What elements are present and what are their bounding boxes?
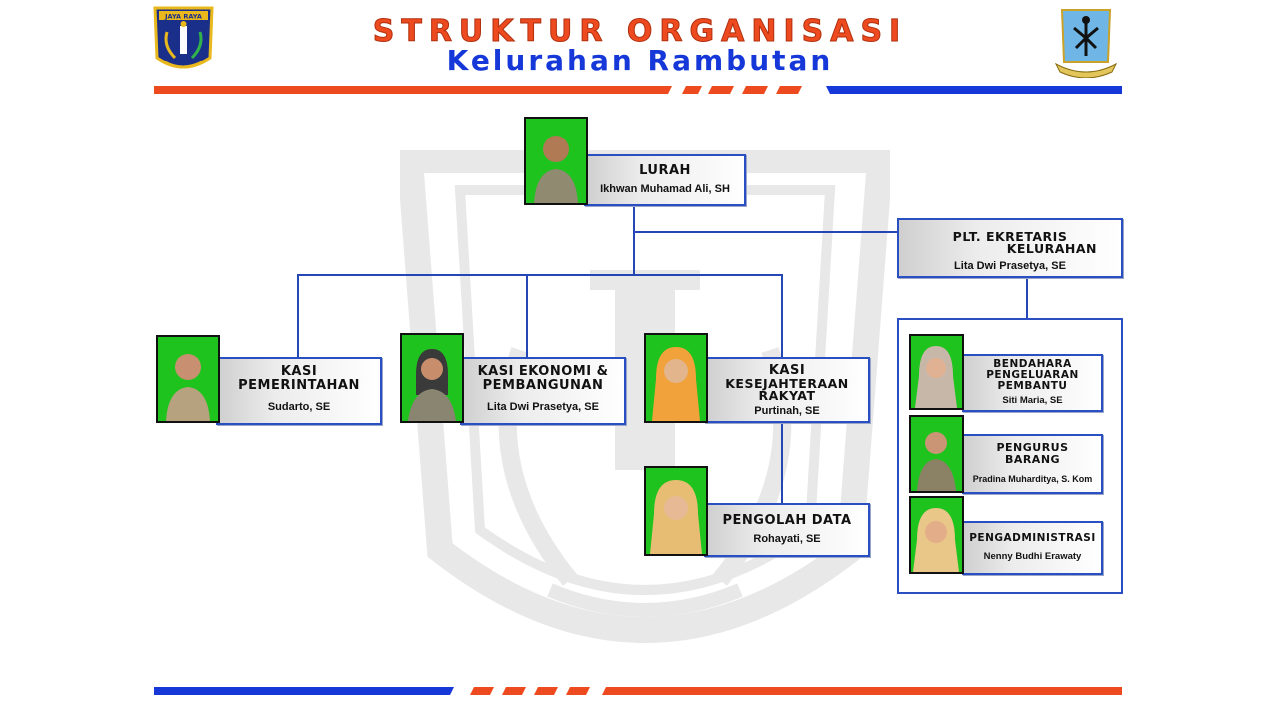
connector-kasi-ekonomi [526,274,528,358]
kasi-pemerintahan-title-line1: KASI [280,364,318,379]
connector-lurah-down [633,204,635,276]
kasi-ekonomi-card: KASI EKONOMI & PEMBANGUNAN Lita Dwi Pras… [460,357,626,425]
sekretaris-card: PLT. EKRETARIS KELURAHAN Lita Dwi Praset… [897,218,1123,278]
person-silhouette-icon [534,136,578,203]
sekretaris-title-line1: PLT. EKRETARIS [952,229,1068,244]
pengurus-barang-name: Pradina Muharditya, S. Kom [972,474,1093,484]
sekretaris-name: Lita Dwi Prasetya, SE [954,260,1066,272]
pengurus-barang-title-line1: PENGURUS [996,441,1069,454]
person-silhouette-icon [650,480,702,554]
person-silhouette-icon [652,347,700,421]
kelurahan-bird-emblem-logo [1054,9,1118,78]
pengurus-barang-card: PENGURUS BARANG Pradina Muharditya, S. K… [962,434,1103,494]
kasi-kesra-name: Purtinah, SE [754,405,820,417]
bendahara-card: BENDAHARA PENGELUARAN PEMBANTU Siti Mari… [962,354,1103,412]
kasi-pemerintahan-photo [156,335,220,423]
kasi-ekonomi-title-line1: KASI EKONOMI & [477,364,609,379]
pengadministrasi-name: Nenny Budhi Erawaty [983,551,1082,562]
pengolah-data-card: PENGOLAH DATA Rohayati, SE [704,503,870,557]
kasi-kesra-title-line3: RAKYAT [758,388,816,403]
lurah-photo [524,117,588,205]
lurah-title: LURAH [639,163,691,178]
top-decor-bar [154,86,1122,94]
kasi-ekonomi-title-line2: PEMBANGUNAN [482,378,604,393]
kasi-kesra-photo [644,333,708,423]
pengurus-barang-photo [909,415,964,493]
bendahara-title-line3: PEMBANTU [997,380,1068,392]
page-title: STRUKTUR ORGANISASI [372,14,908,50]
person-silhouette-icon [913,508,959,572]
connector-kasi-horizontal [297,274,783,276]
pengolah-data-title: PENGOLAH DATA [722,513,852,528]
page-subtitle: Kelurahan Rambutan [446,44,834,77]
kasi-ekonomi-name: Lita Dwi Prasetya, SE [487,401,599,413]
person-silhouette-icon [915,346,957,408]
connector-kesra-pengolah [781,418,783,504]
svg-text:JAYA RAYA: JAYA RAYA [164,13,202,21]
bottom-decor-bar [154,687,1122,695]
jakarta-emblem-logo: JAYA RAYA [153,6,214,69]
kasi-pemerintahan-card: KASI PEMERINTAHAN Sudarto, SE [216,357,382,425]
sekretaris-title-line2: KELURAHAN [1006,241,1097,256]
pengadministrasi-card: PENGADMINISTRASI Nenny Budhi Erawaty [962,521,1103,575]
lurah-name: Ikhwan Muhamad Ali, SH [600,183,730,195]
kasi-kesra-card: KASI KESEJAHTERAAN RAKYAT Purtinah, SE [704,357,870,423]
kasi-kesra-title-line2: KESEJAHTERAAN [725,376,849,391]
kasi-ekonomi-photo [400,333,464,423]
pengurus-barang-title-line2: BARANG [1004,453,1061,466]
connector-kasi-kesra [781,274,783,358]
right-margin [1124,0,1280,720]
lurah-card: LURAH Ikhwan Muhamad Ali, SH [584,154,746,206]
person-silhouette-icon [166,354,210,421]
bendahara-title-line1: BENDAHARA [993,358,1072,370]
connector-sekretaris-down [1026,276,1028,318]
kasi-pemerintahan-title-line2: PEMERINTAHAN [238,378,360,393]
kasi-kesra-title-line1: KASI [768,363,806,378]
pengadministrasi-title: PENGADMINISTRASI [969,532,1096,544]
pengolah-data-photo [644,466,708,556]
sekretariat-staff-group [897,318,1123,594]
bendahara-title-line2: PENGELUARAN [986,369,1079,381]
left-margin [0,0,152,720]
bendahara-name: Siti Maria, SE [1002,395,1063,406]
connector-kasi-pemerintahan [297,274,299,358]
person-silhouette-icon [917,432,956,491]
bendahara-photo [909,334,964,410]
pengadministrasi-photo [909,496,964,574]
kasi-pemerintahan-name: Sudarto, SE [267,401,331,413]
person-silhouette-icon [408,349,456,421]
connector-to-sekretaris [633,231,898,233]
pengolah-data-name: Rohayati, SE [753,533,821,545]
